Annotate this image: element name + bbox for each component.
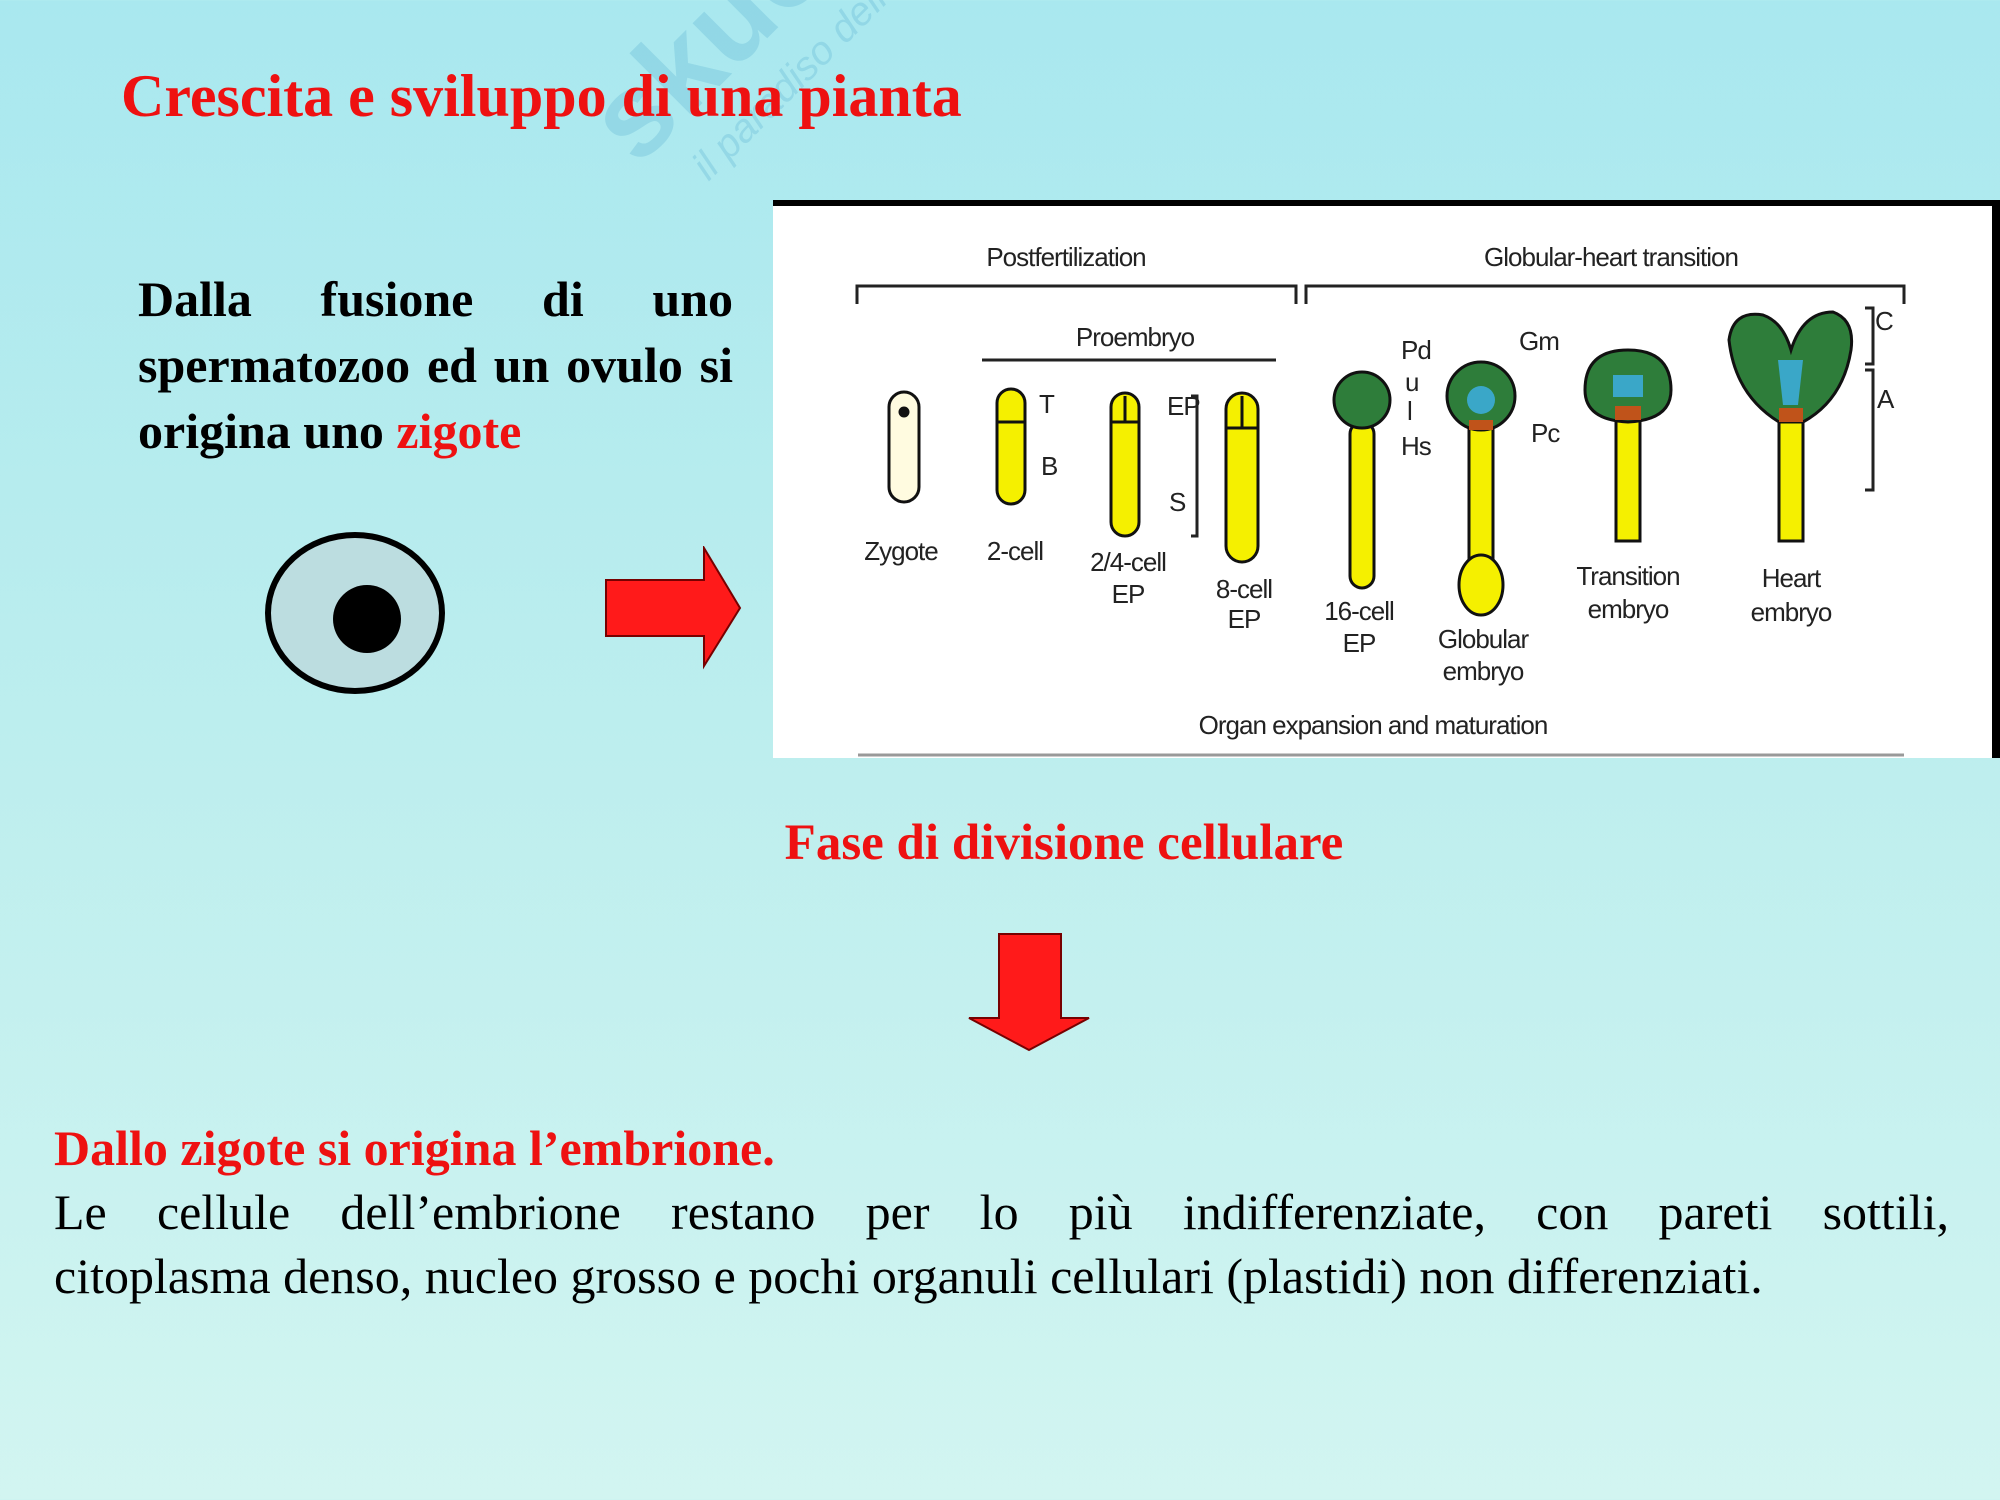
label-globular-heart: Globular-heart transition [1484, 242, 1738, 272]
stage-heart: Heart [1762, 563, 1822, 593]
mark-Pc: Pc [1531, 418, 1560, 448]
stage-2-4-cell-ep: EP [1112, 579, 1145, 609]
arrow-down-icon [968, 933, 1090, 1052]
mark-u: u [1405, 367, 1418, 397]
intro-highlight: zigote [396, 403, 522, 459]
mark-Hs: Hs [1401, 431, 1432, 461]
arrow-right-icon [605, 546, 742, 670]
stage-16-cell: 16-cell [1324, 596, 1394, 626]
mark-C: C [1875, 306, 1893, 336]
stage-zygote: Zygote [864, 536, 938, 566]
intro-body: Dalla fusione di uno spermatozoo ed un o… [138, 271, 733, 459]
stage-2-cell: 2-cell [987, 536, 1043, 566]
zygote-shape [887, 390, 921, 504]
stage-16-cell-ep: EP [1343, 628, 1376, 658]
conclusion-text: Dallo zigote si origina l’embrione. Le c… [54, 1116, 1949, 1308]
mark-T: T [1039, 389, 1055, 419]
mark-Gm: Gm [1519, 326, 1559, 356]
stage-transition-embryo: embryo [1588, 594, 1669, 624]
conclusion-line-1: Le cellule dell’embrione restano per lo … [54, 1184, 1949, 1240]
stage-globular: Globular [1438, 624, 1530, 654]
mark-Pd: Pd [1401, 335, 1431, 365]
zygote-cell-icon [265, 532, 445, 694]
eight-cell-shape [1224, 391, 1260, 564]
two-cell-shape [995, 387, 1027, 506]
stage-8-cell-ep: EP [1228, 604, 1261, 634]
mark-A: A [1877, 384, 1895, 414]
slide-title: Crescita e sviluppo di una pianta [121, 63, 962, 129]
label-organ-expansion: Organ expansion and maturation [1199, 710, 1548, 740]
nucleus-icon [333, 585, 401, 653]
diagram-brackets [855, 284, 1906, 757]
globular-suspensor [1467, 424, 1495, 578]
conclusion-line-2: citoplasma denso, nucleo grosso e pochi … [54, 1248, 1763, 1304]
sixteen-cell-head [1332, 370, 1392, 430]
stage-2-4-cell: 2/4-cell [1090, 547, 1166, 577]
stage-globular-embryo: embryo [1443, 656, 1524, 686]
mark-EP: EP [1167, 391, 1200, 421]
stage-8-cell: 8-cell [1216, 574, 1272, 604]
sixteen-cell-suspensor [1348, 420, 1376, 590]
transition-suspensor [1614, 413, 1642, 543]
label-proembryo: Proembryo [1076, 322, 1195, 352]
embryo-development-diagram: Postfertilization Globular-heart transit… [773, 200, 2000, 758]
mark-S: S [1169, 487, 1186, 517]
four-cell-shape [1109, 391, 1141, 538]
stage-transition: Transition [1576, 561, 1679, 591]
conclusion-heading: Dallo zigote si origina l’embrione. [54, 1120, 775, 1176]
stage-heart-embryo: embryo [1751, 597, 1832, 627]
label-postfertilization: Postfertilization [986, 242, 1145, 272]
mark-l: l [1407, 396, 1412, 426]
mark-B: B [1041, 451, 1057, 481]
phase-label: Fase di divisione cellulare [784, 815, 1344, 871]
intro-text: Dalla fusione di uno spermatozoo ed un o… [138, 266, 733, 464]
heart-suspensor [1777, 413, 1805, 543]
